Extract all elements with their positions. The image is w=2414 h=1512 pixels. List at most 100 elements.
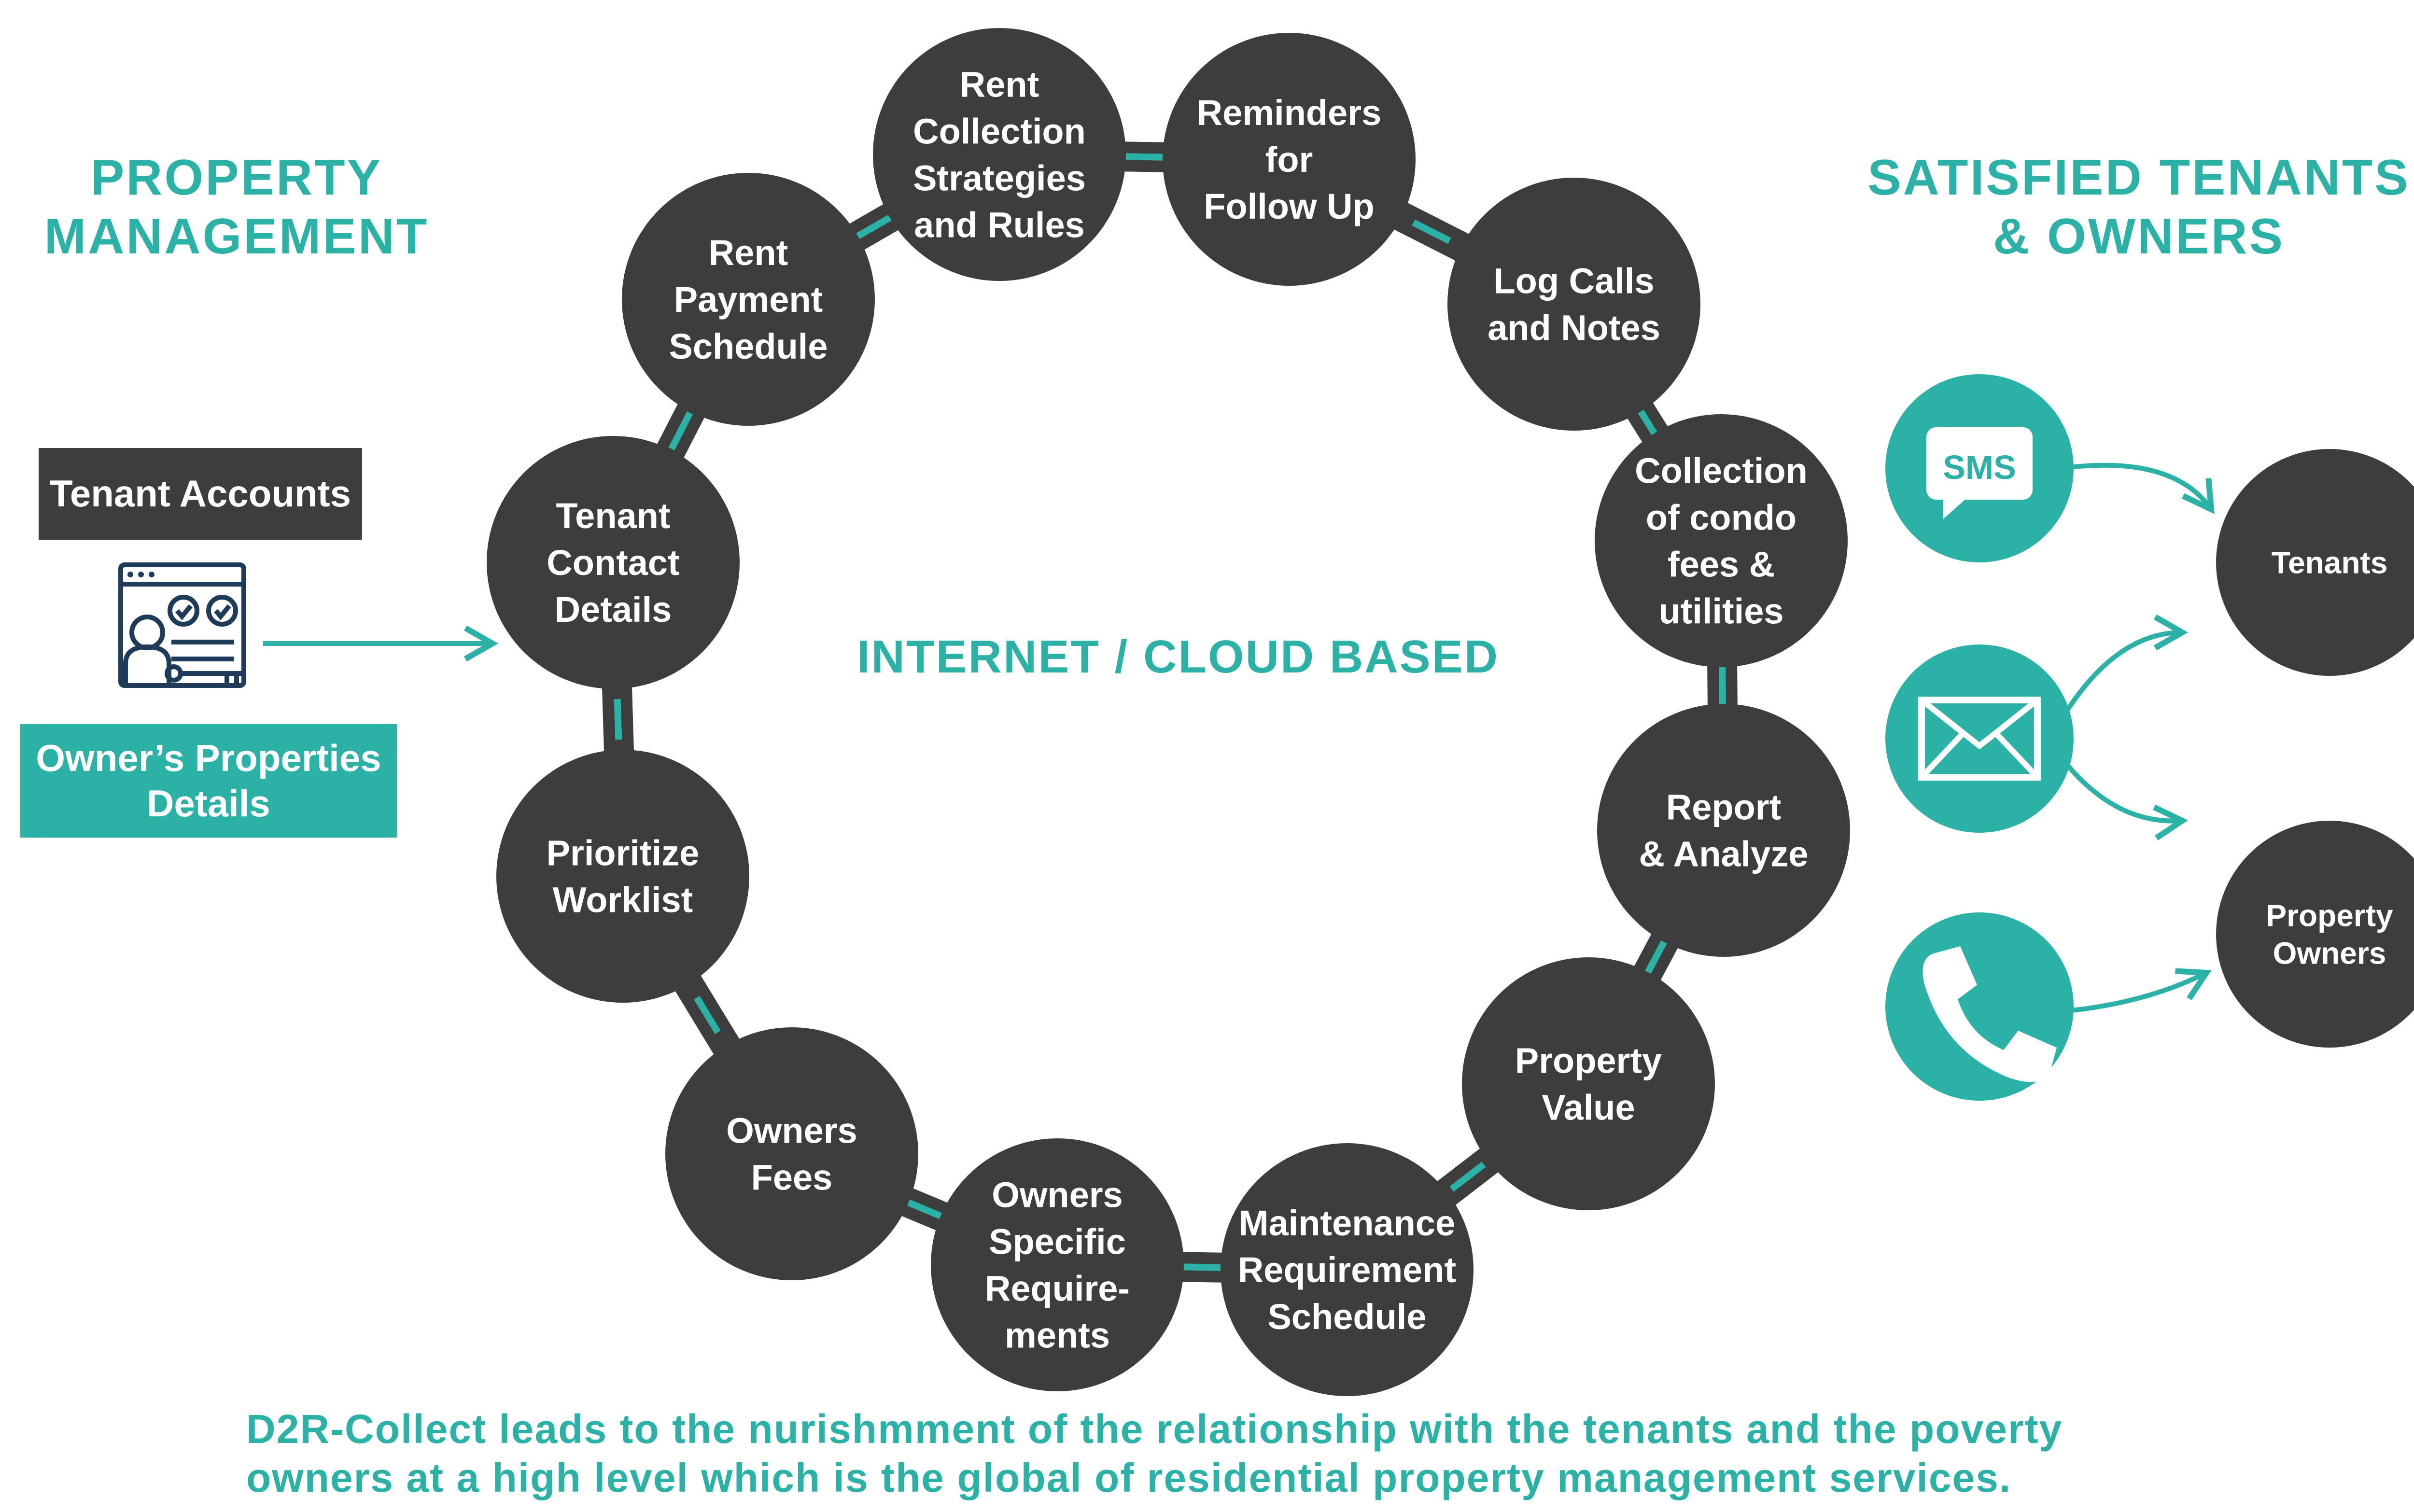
cycle-node-label: Requirement bbox=[1238, 1250, 1456, 1290]
cycle-node-label: Owners bbox=[726, 1110, 857, 1150]
property-management-title: PROPERTY MANAGEMENT bbox=[19, 149, 454, 266]
cycle-node-label: Tenant bbox=[556, 496, 670, 536]
cycle-node-label: and Notes bbox=[1488, 308, 1660, 348]
cycle-node-circle bbox=[1597, 704, 1850, 957]
cycle-connector-highlight bbox=[1123, 153, 1165, 161]
cycle-node-label: Worklist bbox=[553, 880, 693, 920]
tenant-account-key-icon bbox=[118, 562, 246, 688]
property-management-title-line-2: MANAGEMENT bbox=[44, 208, 429, 265]
email-icon bbox=[1885, 644, 2074, 833]
cycle-node-label: Require- bbox=[985, 1268, 1130, 1308]
cycle-node-label: Rent bbox=[960, 64, 1039, 104]
recipient-circle bbox=[2216, 821, 2414, 1048]
satisfied-title: SATISFIED TENANTS & OWNERS bbox=[1825, 149, 2414, 266]
tenant-accounts-box: Tenant Accounts bbox=[39, 448, 362, 540]
cycle-node-circle bbox=[622, 173, 875, 426]
cycle-node-circle bbox=[1163, 33, 1416, 286]
property-management-title-line-1: PROPERTY bbox=[90, 150, 383, 206]
cycle-node-label: for bbox=[1265, 140, 1313, 180]
cloud-label: INTERNET / CLOUD BASED bbox=[856, 631, 1500, 683]
footer-line-2: owners at a high level which is the glob… bbox=[246, 1455, 2012, 1500]
cycle-node-label: Collection bbox=[913, 111, 1086, 151]
owners-properties-box: Owner’s Properties Details bbox=[20, 724, 397, 838]
cycle-node-label: Property bbox=[1515, 1040, 1662, 1080]
cycle-node-label: Log Calls bbox=[1493, 261, 1654, 301]
cycle-node-label: Collection bbox=[1635, 450, 1808, 490]
channel-arrow bbox=[2060, 756, 2189, 840]
cycle-node-label: of condo bbox=[1646, 497, 1796, 537]
recipient-tenants: Tenants bbox=[2216, 449, 2414, 676]
cycle-connector-highlight bbox=[1449, 1162, 1486, 1192]
cycle-node-label: Reminders bbox=[1197, 93, 1381, 133]
cycle-node-log-calls-notes: Log Calls and Notes bbox=[1447, 178, 1700, 431]
cycle-connector-highlight bbox=[694, 995, 721, 1035]
footer-line-1: D2R-Collect leads to the nurishmment of … bbox=[246, 1406, 2063, 1452]
cycle-node-label: fees & bbox=[1668, 544, 1775, 584]
cycle-node-circle bbox=[496, 750, 749, 1003]
cycle-node-label: Rent bbox=[709, 233, 788, 273]
cycle-connector-highlight bbox=[1719, 665, 1726, 706]
cycle-node-label: Schedule bbox=[1268, 1297, 1427, 1337]
envelope-flap bbox=[1919, 698, 2040, 780]
cycle-node-label: utilities bbox=[1658, 591, 1783, 631]
cycle-connector-highlight bbox=[1643, 938, 1669, 977]
cycle-connector-highlight bbox=[855, 213, 893, 240]
cycle-node-label: & Analyze bbox=[1639, 834, 1809, 874]
cycle-node-collection-condo-fees: Collection of condo fees & utilities bbox=[1595, 414, 1848, 667]
cycle-node-label: Details bbox=[555, 589, 672, 630]
cycle-connector-highlight bbox=[614, 699, 622, 740]
channel-arrow bbox=[2061, 968, 2212, 1014]
phone-handset bbox=[1923, 946, 2057, 1082]
sms-bubble bbox=[1926, 427, 2033, 519]
cycle-node-label: Prioritize bbox=[547, 833, 700, 873]
cycle-node-label: Contact bbox=[547, 543, 679, 583]
cycle-connector-highlight bbox=[668, 411, 693, 451]
cycle-node-circle bbox=[665, 1027, 918, 1280]
recipient-label: Property bbox=[2266, 898, 2393, 933]
channel-arrow bbox=[2061, 462, 2215, 514]
footer-statement: D2R-Collect leads to the nurishmment of … bbox=[246, 1405, 2322, 1502]
sms-icon: SMS bbox=[1885, 374, 2074, 562]
cycle-node-label: Specific bbox=[989, 1221, 1126, 1261]
channel-circle bbox=[1885, 644, 2074, 833]
cycle-node-label: Schedule bbox=[669, 326, 828, 366]
cycle-node-label: Fees bbox=[751, 1157, 833, 1197]
cycle-node-circle bbox=[1221, 1143, 1474, 1396]
cycle-node-label: Strategies bbox=[913, 158, 1086, 198]
cycle-node-label: Value bbox=[1542, 1087, 1635, 1127]
recipient-circle bbox=[2216, 449, 2414, 676]
cycle-node-circle bbox=[931, 1138, 1184, 1391]
cycle-node-circle bbox=[1462, 957, 1715, 1210]
cycle-node-circle bbox=[1595, 414, 1848, 667]
envelope-body bbox=[1918, 697, 2041, 781]
cycle-node-label: Report bbox=[1666, 787, 1781, 827]
cycle-connector-highlight bbox=[1412, 219, 1451, 244]
recipient-label: Tenants bbox=[2272, 545, 2388, 580]
cycle-node-label: Maintenance bbox=[1239, 1203, 1455, 1243]
cycle-node-label: ments bbox=[1005, 1315, 1110, 1355]
owners-properties-line-1: Owner’s Properties bbox=[36, 736, 381, 779]
satisfied-title-line-2: & OWNERS bbox=[1993, 208, 2285, 265]
cycle-node-label: and Rules bbox=[914, 205, 1085, 245]
cycle-node-circle bbox=[487, 436, 740, 689]
channel-arrow bbox=[2059, 614, 2189, 721]
sms-label: SMS bbox=[1943, 448, 2016, 486]
cycle-node-label: Owners bbox=[992, 1175, 1123, 1215]
cycle-node-circle bbox=[1447, 178, 1700, 431]
satisfied-title-line-1: SATISFIED TENANTS bbox=[1867, 150, 2410, 206]
recipient-label: Owners bbox=[2273, 936, 2386, 970]
cycle-node-label: Payment bbox=[674, 280, 823, 320]
